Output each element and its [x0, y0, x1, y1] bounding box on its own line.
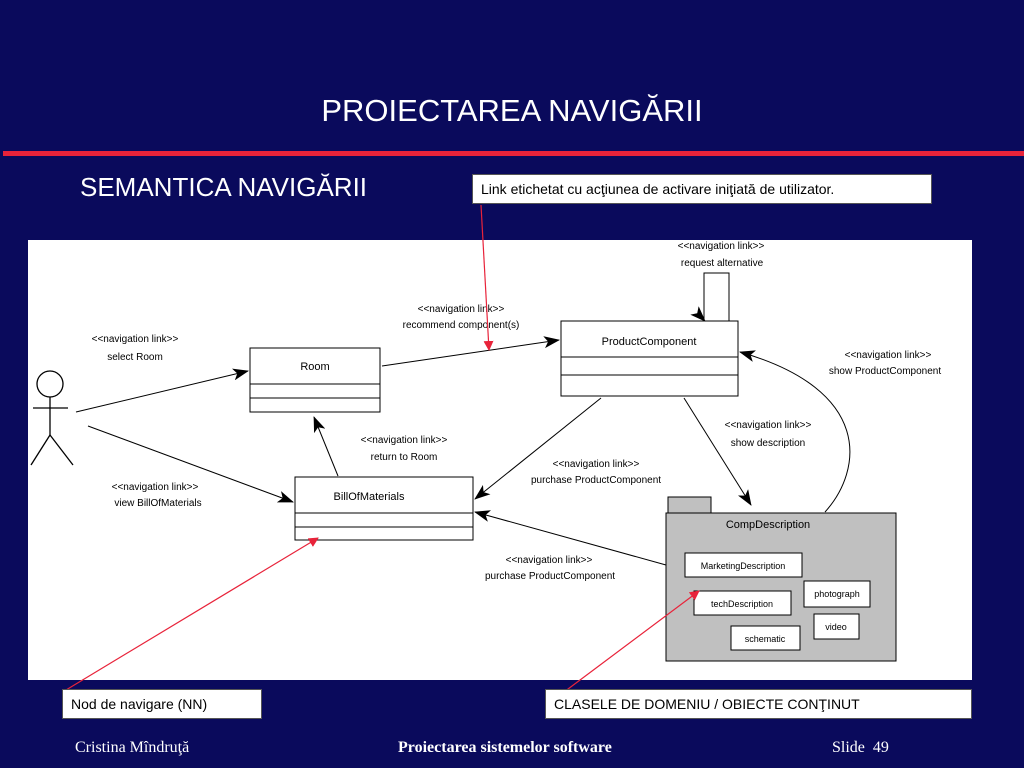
diagram-canvas: Room ProductComponent BillOfMaterials Co… — [30, 241, 942, 662]
class-room: Room — [249, 347, 381, 413]
footer-slide-value: 49 — [872, 739, 889, 756]
actor-user — [30, 370, 74, 466]
stereo-view-bill: <<navigation link>> — [112, 482, 199, 493]
class-room-name: Room — [300, 361, 329, 373]
slide-title: PROIECTAREA NAVIGĂRII — [321, 93, 703, 128]
stereo-request-alt: <<navigation link>> — [678, 241, 765, 252]
stereo-recommend: <<navigation link>> — [418, 304, 505, 315]
link-return-room — [313, 416, 339, 477]
inner-photograph: photograph — [814, 589, 860, 599]
label-view-bill: view BillOfMaterials — [114, 498, 201, 509]
title-divider — [3, 151, 1024, 156]
inner-schematic: schematic — [745, 634, 786, 644]
class-bill-of-materials: BillOfMaterials — [294, 476, 474, 541]
uml-navigation-diagram: Room ProductComponent BillOfMaterials Co… — [28, 240, 972, 680]
stereo-purchase-2: <<navigation link>> — [506, 555, 593, 566]
callout-domain-classes: CLASELE DE DOMENIU / OBIECTE CONŢINUT — [545, 689, 972, 719]
callout-navigation-node: Nod de navigare (NN) — [62, 689, 262, 719]
link-view-bill — [87, 425, 294, 503]
footer-slide-number: Slide 49 — [832, 739, 889, 757]
inner-video: video — [825, 622, 847, 632]
label-select-room: select Room — [107, 352, 163, 363]
label-request-alt: request alternative — [681, 258, 764, 269]
slide-subtitle: SEMANTICA NAVIGĂRII — [80, 172, 368, 202]
link-show-product — [739, 350, 851, 513]
label-show-product: show ProductComponent — [829, 366, 942, 377]
label-recommend: recommend component(s) — [403, 320, 520, 331]
stereo-show-description: <<navigation link>> — [725, 420, 812, 431]
link-request-alternative — [703, 272, 730, 321]
link-show-description — [683, 397, 752, 506]
label-show-description: show description — [731, 438, 805, 449]
class-bill-of-materials-name: BillOfMaterials — [334, 491, 405, 503]
link-recommend — [381, 336, 560, 367]
link-purchase-2 — [474, 510, 667, 566]
stereo-purchase-1: <<navigation link>> — [553, 459, 640, 470]
class-product-component-name: ProductComponent — [602, 336, 697, 348]
stereo-show-product: <<navigation link>> — [845, 350, 932, 361]
link-select-room — [75, 368, 249, 413]
footer-slide-label: Slide — [832, 739, 865, 756]
footer-author: Cristina Mîndruţă — [75, 739, 190, 756]
class-product-component: ProductComponent — [560, 320, 739, 397]
stereo-return-room: <<navigation link>> — [361, 435, 448, 446]
label-purchase-2: purchase ProductComponent — [485, 571, 615, 582]
label-return-room: return to Room — [371, 452, 438, 463]
footer-course: Proiectarea sistemelor software — [398, 739, 612, 756]
label-purchase-1: purchase ProductComponent — [531, 475, 661, 486]
callout-link-label: Link etichetat cu acţiunea de activare i… — [472, 174, 932, 204]
inner-marketing-description: MarketingDescription — [701, 561, 786, 571]
stereo-select-room: <<navigation link>> — [92, 334, 179, 345]
inner-tech-description: techDescription — [711, 599, 773, 609]
package-comp-description: CompDescription MarketingDescription tec… — [665, 496, 897, 662]
package-comp-description-name: CompDescription — [726, 519, 810, 531]
link-purchase-1 — [474, 397, 602, 500]
